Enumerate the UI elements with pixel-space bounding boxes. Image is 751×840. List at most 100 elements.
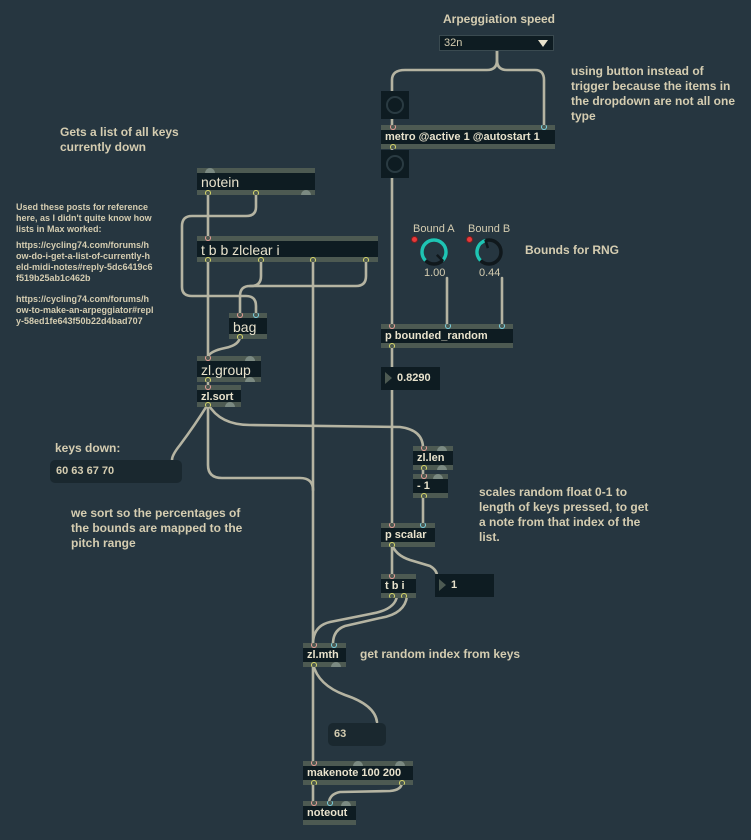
cord-zlsort-to-zllen bbox=[206, 402, 425, 450]
outlet[interactable] bbox=[205, 257, 211, 263]
scalar-label: p scalar bbox=[385, 529, 427, 541]
makenote-object[interactable]: makenote 100 200 bbox=[303, 760, 413, 786]
comment-gets-keys: Gets a list of all keys currently down bbox=[60, 125, 179, 154]
bang-circle-icon bbox=[386, 96, 404, 114]
inlet[interactable] bbox=[341, 801, 351, 806]
inlet[interactable] bbox=[445, 323, 451, 329]
cord-zlsort-to-zlmth bbox=[206, 402, 315, 492]
inlet[interactable] bbox=[389, 323, 395, 329]
inlet[interactable] bbox=[541, 124, 547, 130]
outlet[interactable] bbox=[389, 343, 395, 349]
notein-object[interactable]: notein bbox=[197, 168, 315, 196]
inlet[interactable] bbox=[390, 124, 396, 130]
outlet[interactable] bbox=[401, 593, 407, 599]
outlet[interactable] bbox=[421, 465, 427, 471]
inlet[interactable] bbox=[437, 446, 447, 451]
comment-reference-link-1[interactable]: https://cycling74.com/forums/h ow-do-i-g… bbox=[16, 240, 153, 283]
tbi-label: t b i bbox=[385, 580, 405, 592]
outlet[interactable] bbox=[237, 334, 243, 340]
inlet[interactable] bbox=[253, 312, 259, 318]
outlet[interactable] bbox=[399, 780, 405, 786]
random-float-number[interactable]: 0.8290 bbox=[381, 367, 440, 390]
comment-keys-down: keys down: bbox=[55, 441, 121, 455]
bag-object[interactable]: bag bbox=[229, 312, 267, 340]
inlet[interactable] bbox=[311, 800, 317, 806]
inlet[interactable] bbox=[237, 312, 243, 318]
outlet[interactable] bbox=[225, 402, 235, 407]
noteout-label: noteout bbox=[307, 807, 348, 819]
current-note-message[interactable]: 63 bbox=[328, 723, 386, 746]
outlet[interactable] bbox=[390, 144, 396, 150]
inlet[interactable] bbox=[420, 522, 426, 528]
minus-one-object[interactable]: - 1 bbox=[413, 473, 448, 499]
comment-reference-link-2[interactable]: https://cycling74.com/forums/h ow-to-mak… bbox=[16, 294, 154, 326]
zl-sort-object[interactable]: zl.sort bbox=[197, 384, 241, 408]
outlet[interactable] bbox=[205, 402, 211, 408]
cord-trigger-out4-to-bag bbox=[248, 258, 368, 288]
cord-menu-to-metro-right bbox=[495, 49, 546, 128]
trigger-object[interactable]: t b b zlclear i bbox=[197, 235, 378, 263]
keys-list-message[interactable]: 60 63 67 70 bbox=[50, 460, 182, 483]
outlet[interactable] bbox=[301, 190, 311, 195]
comment-arpeggiation-speed: Arpeggiation speed bbox=[443, 12, 556, 26]
outlet[interactable] bbox=[437, 465, 447, 470]
outlet[interactable] bbox=[245, 377, 255, 382]
outlet[interactable] bbox=[205, 190, 211, 196]
outlet[interactable] bbox=[258, 257, 264, 263]
outlet[interactable] bbox=[253, 190, 259, 196]
zl-len-object[interactable]: zl.len bbox=[413, 445, 453, 471]
dial-a[interactable] bbox=[418, 236, 450, 268]
outlet[interactable] bbox=[310, 257, 316, 263]
dial-b[interactable] bbox=[473, 236, 505, 268]
inlet[interactable] bbox=[353, 761, 363, 766]
inlet[interactable] bbox=[205, 235, 211, 241]
zl-group-object[interactable]: zl.group bbox=[197, 355, 261, 383]
random-float-value: 0.8290 bbox=[397, 372, 431, 384]
inlet[interactable] bbox=[395, 761, 405, 766]
inlet[interactable] bbox=[327, 800, 333, 806]
inlet[interactable] bbox=[205, 168, 215, 173]
inlet[interactable] bbox=[311, 642, 317, 648]
dial-a-led bbox=[411, 236, 418, 243]
cord-scalar-to-index bbox=[390, 542, 439, 578]
inlet[interactable] bbox=[421, 445, 427, 451]
zl-mth-object[interactable]: zl.mth bbox=[303, 642, 346, 668]
cord-bag-to-zlgroup bbox=[206, 334, 242, 359]
outlet[interactable] bbox=[363, 257, 369, 263]
inlet[interactable] bbox=[389, 522, 395, 528]
makenote-label: makenote 100 200 bbox=[307, 767, 402, 779]
inlet[interactable] bbox=[205, 355, 211, 361]
inlet[interactable] bbox=[311, 760, 317, 766]
metro-object[interactable]: metro @active 1 @autostart 1 bbox=[381, 124, 555, 150]
bang-button-1[interactable] bbox=[381, 91, 409, 119]
inlet[interactable] bbox=[331, 642, 337, 648]
bang-circle-icon bbox=[386, 155, 404, 173]
inlet[interactable] bbox=[421, 473, 427, 479]
dial-a-label: Bound A bbox=[413, 223, 455, 235]
outlet[interactable] bbox=[421, 493, 427, 499]
tbi-object[interactable]: t b i bbox=[381, 573, 416, 599]
inlet[interactable] bbox=[389, 573, 395, 579]
bounded-random-object[interactable]: p bounded_random bbox=[381, 323, 513, 349]
outlet[interactable] bbox=[205, 377, 211, 383]
metro-label: metro @active 1 @autostart 1 bbox=[385, 131, 540, 143]
index-number[interactable]: 1 bbox=[435, 574, 494, 597]
inlet[interactable] bbox=[499, 323, 505, 329]
speed-dropdown[interactable]: 32n bbox=[439, 35, 554, 51]
outlet[interactable] bbox=[389, 593, 395, 599]
scalar-object[interactable]: p scalar bbox=[381, 522, 435, 548]
dial-b-needle bbox=[484, 239, 490, 249]
outlet[interactable] bbox=[389, 542, 395, 548]
inlet[interactable] bbox=[245, 356, 255, 361]
cord-makenote-r-to-noteout bbox=[327, 780, 404, 804]
inlet[interactable] bbox=[433, 474, 443, 479]
dial-b-arc bbox=[475, 238, 487, 262]
dial-b-label: Bound B bbox=[468, 223, 511, 235]
outlet[interactable] bbox=[311, 662, 317, 668]
outlet[interactable] bbox=[331, 662, 341, 667]
bang-button-2[interactable] bbox=[381, 150, 409, 178]
noteout-object[interactable]: noteout bbox=[303, 800, 356, 825]
inlet[interactable] bbox=[205, 384, 211, 390]
outlet[interactable] bbox=[311, 780, 317, 786]
